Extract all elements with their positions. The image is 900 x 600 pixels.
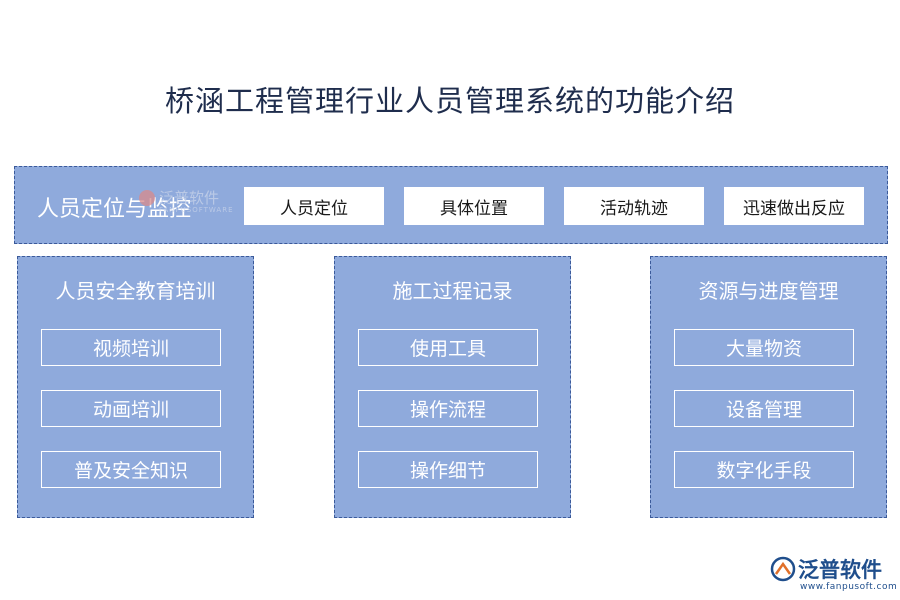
feature-item: 视频培训	[41, 329, 221, 366]
logo-url: www.fanpusoft.com	[800, 582, 898, 592]
feature-item: 数字化手段	[674, 451, 854, 488]
page-title: 桥涵工程管理行业人员管理系统的功能介绍	[164, 84, 735, 118]
watermark-subtext: FANPUSOFTWARE	[159, 206, 234, 214]
feature-box: 具体位置	[404, 187, 544, 225]
personnel-location-panel: 人员定位与监控 泛普软件 FANPUSOFTWARE 人员定位 具体位置 活动轨…	[14, 166, 888, 244]
construction-record-panel: 施工过程记录 使用工具 操作流程 操作细节	[334, 256, 571, 518]
feature-item: 操作细节	[358, 451, 538, 488]
fanpu-logo-icon	[770, 556, 796, 582]
feature-item: 普及安全知识	[41, 451, 221, 488]
safety-training-panel: 人员安全教育培训 视频培训 动画培训 普及安全知识	[17, 256, 254, 518]
resource-progress-panel: 资源与进度管理 大量物资 设备管理 数字化手段	[650, 256, 887, 518]
feature-item: 设备管理	[674, 390, 854, 427]
feature-item: 动画培训	[41, 390, 221, 427]
watermark-logo-icon	[139, 189, 155, 206]
panel-title: 人员安全教育培训	[55, 279, 216, 303]
feature-item: 大量物资	[674, 329, 854, 366]
feature-box: 活动轨迹	[564, 187, 704, 225]
panel-label: 人员定位与监控	[37, 197, 192, 222]
logo-text: 泛普软件	[798, 558, 882, 582]
fanpu-logo: 泛普软件 www.fanpusoft.com	[770, 554, 898, 598]
panel-title: 资源与进度管理	[698, 279, 839, 303]
panel-title: 施工过程记录	[392, 279, 513, 303]
feature-box: 迅速做出反应	[724, 187, 864, 225]
watermark: 泛普软件 FANPUSOFTWARE	[139, 187, 233, 214]
feature-item: 使用工具	[358, 329, 538, 366]
feature-box: 人员定位	[244, 187, 384, 225]
feature-item: 操作流程	[358, 390, 538, 427]
watermark-text: 泛普软件	[159, 189, 220, 207]
